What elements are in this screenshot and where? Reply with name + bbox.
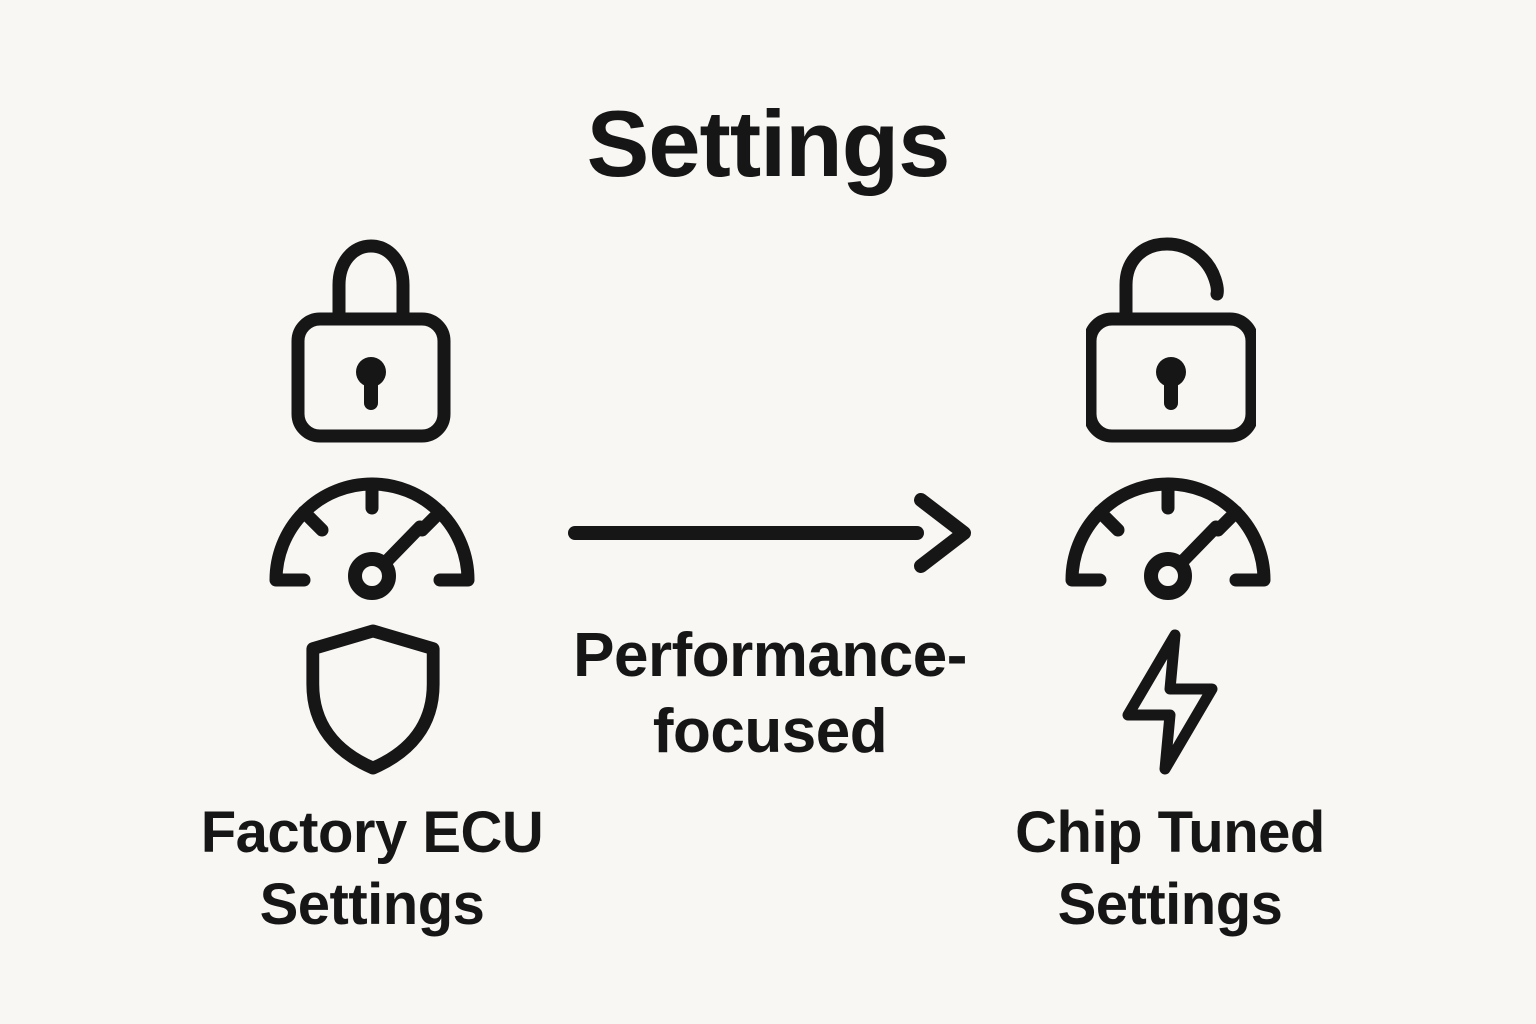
lock-closed-icon [289,233,453,443]
shield-icon [299,623,447,776]
lock-open-icon [1086,233,1256,443]
factory-label-line2: Settings [259,872,485,937]
factory-label-line1: Factory ECU [200,800,544,865]
transition-label: Performance- focused [558,618,982,770]
tuned-label-line1: Chip Tuned [1015,800,1325,865]
factory-label: Factory ECU Settings [172,797,572,941]
page-title: Settings [586,91,951,196]
transition-label-line2: focused [652,697,888,766]
gauge-icon [1058,468,1278,600]
tuned-label: Chip Tuned Settings [970,797,1370,941]
tuned-label-line2: Settings [1057,872,1283,937]
arrow-right-icon [565,492,975,574]
transition-label-line1: Performance- [573,621,967,690]
lightning-bolt-icon [1114,622,1226,782]
gauge-icon [262,468,482,600]
